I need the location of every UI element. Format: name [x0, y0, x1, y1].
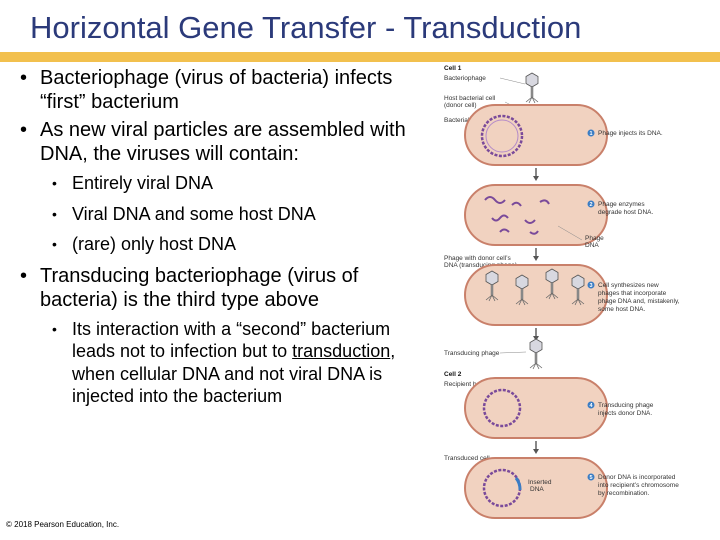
inserted-dna-label: Inserted — [528, 479, 552, 486]
sub-bullet-text: Viral DNA and some host DNA — [72, 203, 316, 224]
recipient-cell-label: Recipient host cell — [444, 381, 497, 388]
step-text: Phage enzymes — [598, 201, 645, 208]
bullet-dot: • — [20, 67, 28, 89]
step-text: Transducing phage — [598, 402, 654, 409]
sub-bullet-text: (rare) only host DNA — [72, 234, 237, 254]
inserted-dna-label-2: DNA — [530, 486, 544, 493]
title-accent-bar — [0, 52, 720, 62]
bullet-dot: • — [52, 175, 57, 191]
sub-bullet-item: • Its interaction with a “second” bacter… — [52, 318, 423, 408]
transducing-phage-label: Transducing phage — [444, 350, 500, 357]
sub-bullet-item: • (rare) only host DNA — [52, 233, 423, 256]
cell-1-label: Cell 1 — [444, 65, 462, 72]
phage-donor-label: Phage with donor cell’s — [444, 255, 511, 262]
step-2: 2 Phage enzymes degrade host DNA. — [587, 200, 653, 216]
bullet-text: Bacteriophage (virus of bacteria) infect… — [40, 67, 393, 113]
transducing-phage-icon — [529, 338, 543, 370]
inserted-dna-icon — [514, 477, 522, 491]
step-badge — [587, 401, 595, 409]
step-text: injects donor DNA. — [598, 410, 652, 417]
bullet-dot: • — [52, 205, 57, 222]
step-4: 4 Transducing phage injects donor DNA. — [587, 401, 654, 417]
step-text: some host DNA. — [598, 306, 646, 313]
sub-bullet-text: Entirely viral DNA — [72, 173, 214, 193]
transduction-figure: Cell 1 Bacteriophage Host bacterial cell… — [444, 65, 680, 519]
sub-bullet-list: • Entirely viral DNA • Viral DNA and som… — [18, 172, 423, 256]
transduction-term: transduction — [292, 341, 391, 361]
step-number: 2 — [590, 202, 593, 208]
bacteriophage-label: Bacteriophage — [444, 75, 486, 82]
bullet-dot: • — [20, 264, 28, 287]
step-badge — [587, 129, 595, 137]
phage-dna-label: Phage — [585, 235, 604, 242]
bullet-dot: • — [20, 119, 28, 141]
sub-bullet-text-a: Its interaction with a “second” bacteriu… — [72, 318, 391, 362]
step-number: 4 — [590, 403, 594, 409]
degraded-dna-icon — [484, 196, 550, 235]
step-number: 1 — [590, 131, 593, 137]
sub-bullet-item: • Entirely viral DNA — [52, 172, 423, 195]
slide-title: Horizontal Gene Transfer - Transduction — [30, 10, 582, 45]
bullet-text: Transducing bacteriophage (virus of bact… — [40, 264, 359, 311]
phage-icon — [525, 72, 539, 104]
bacterium-cell-icon — [464, 184, 608, 246]
chromosome-icon — [482, 388, 522, 428]
step-1: 1 Phage injects its DNA. — [587, 129, 663, 137]
step-badge — [587, 200, 595, 208]
step-number: 5 — [590, 475, 593, 481]
step-text: phage DNA and, mistakenly, — [598, 298, 680, 305]
bullet-item: • As new viral particles are assembled w… — [18, 118, 423, 166]
step-text: Phage injects its DNA. — [598, 130, 663, 137]
bacterium-cell-icon — [464, 457, 608, 519]
sub-bullet-list: • Its interaction with a “second” bacter… — [18, 318, 423, 408]
step-text: phages that incorporate — [598, 290, 667, 297]
phage-donor-label-2: DNA (transducing phage) — [444, 262, 517, 269]
copyright-notice: © 2018 Pearson Education, Inc. — [6, 520, 120, 529]
step-text: by recombination. — [598, 490, 649, 497]
phage-dna-label-2: DNA — [585, 242, 599, 249]
cell-2-label: Cell 2 — [444, 371, 462, 378]
sub-bullet-item: • Viral DNA and some host DNA — [52, 203, 423, 226]
bullet-dot: • — [52, 236, 57, 252]
step-text: Cell synthesizes new — [598, 282, 659, 289]
step-text: Donor DNA is incorporated — [598, 474, 676, 481]
step-number: 3 — [590, 283, 593, 289]
sub-bullet-text-b: , when cellular DNA and not viral DNA is… — [72, 341, 396, 406]
step-3: 3 Cell synthesizes new phages that incor… — [587, 281, 680, 313]
step-5: 5 Donor DNA is incorporated into recipie… — [587, 473, 679, 497]
down-arrow-icon — [532, 167, 540, 182]
transduced-cell-label: Transduced cell — [444, 455, 490, 462]
bullet-list: • Bacteriophage (virus of bacteria) infe… — [18, 66, 423, 416]
down-arrow-icon — [532, 440, 540, 455]
bullet-item: • Bacteriophage (virus of bacteria) infe… — [18, 66, 423, 114]
bullet-dot: • — [52, 320, 57, 337]
step-badge — [587, 281, 595, 289]
host-cell-label: Host bacterial cell — [444, 95, 496, 102]
chromosome-icon — [480, 114, 524, 158]
bacterium-cell-icon — [464, 264, 608, 326]
bullet-text: As new viral particles are assembled wit… — [40, 119, 406, 165]
bullet-item: • Transducing bacteriophage (virus of ba… — [18, 264, 423, 312]
step-badge — [587, 473, 595, 481]
step-text: degrade host DNA. — [598, 209, 653, 216]
down-arrow-icon — [532, 247, 540, 262]
step-text: into recipient’s chromosome — [598, 482, 679, 489]
bacterium-cell-icon — [464, 377, 608, 439]
host-cell-label-2: (donor cell) — [444, 102, 477, 109]
